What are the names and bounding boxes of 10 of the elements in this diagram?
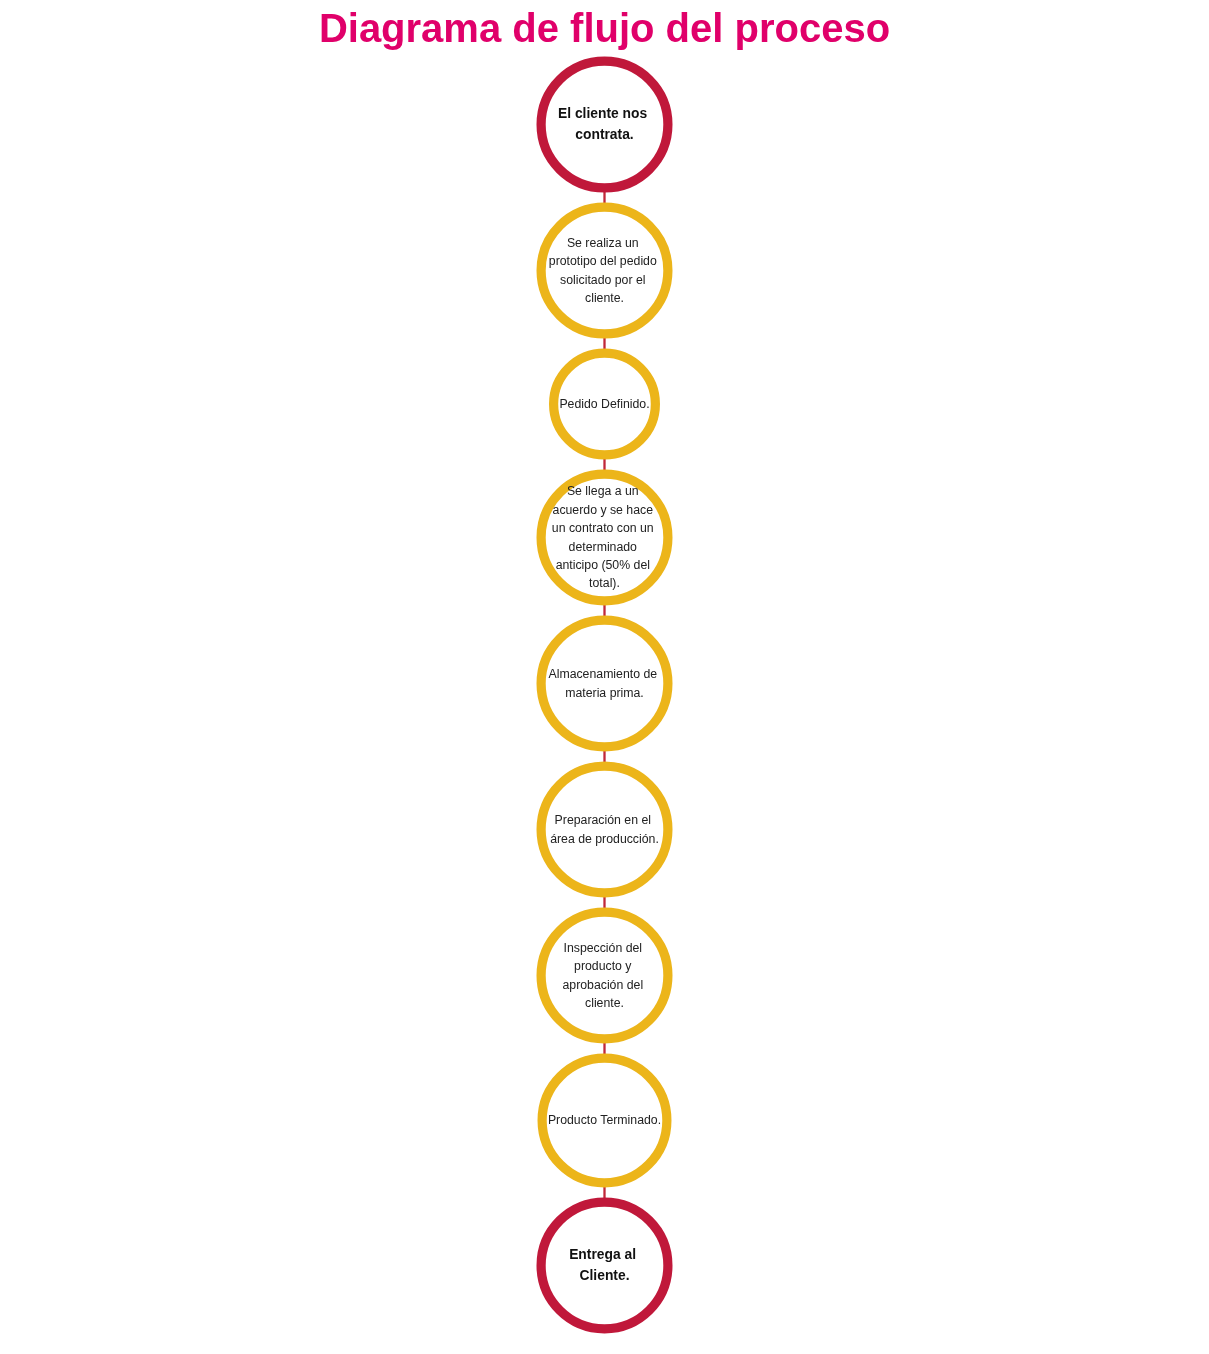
node-circle: Inspección del producto y aprobación del cliente.	[536, 907, 673, 1044]
node-circle: Almacenamiento de materia prima.	[536, 615, 673, 752]
node-circle: El cliente nos contrata.	[536, 56, 673, 193]
node-circle: Se llega a un acuerdo y se hace un contrato con un determinado anticipo (50% del total).	[536, 469, 673, 606]
diagram-title: Diagrama de flujo del proceso	[317, 6, 892, 51]
node-circle: Producto Terminado.	[537, 1053, 672, 1188]
node-circle: Entrega al Cliente.	[536, 1197, 673, 1334]
node-circle: Preparación en el área de producción.	[536, 761, 673, 898]
node-circle: Se realiza un prototipo del pedido solicitado por el cliente.	[536, 202, 673, 339]
node-circle: Pedido Definido.	[549, 348, 660, 460]
